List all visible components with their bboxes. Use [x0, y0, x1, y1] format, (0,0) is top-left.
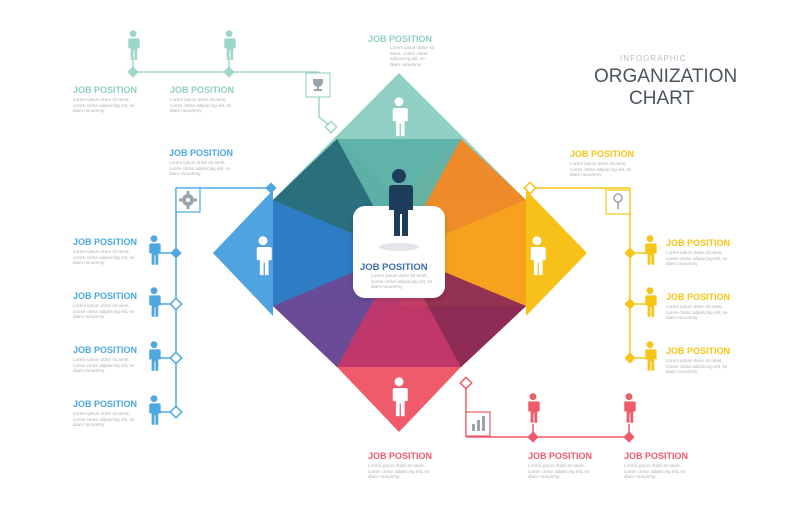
person-icon-top-a: [127, 30, 140, 60]
description-left-1: Lorem ipsum dolor sit amet, conse ctetur…: [73, 249, 135, 266]
person-icon-left-2: [148, 287, 161, 317]
description-left-2: Lorem ipsum dolor sit amet, conse ctetur…: [73, 303, 135, 320]
left-person-icons: [148, 235, 161, 425]
infographic-subtitle: INFOGRAPHIC: [620, 54, 687, 63]
gear-icon: [175, 187, 201, 213]
description-right-3: Lorem ipsum dolor sit amet, conse ctetur…: [666, 358, 728, 375]
top-person-icons: [127, 30, 236, 60]
bar-chart-icon: [465, 411, 491, 437]
job-position-bottom-3: JOB POSITION: [624, 451, 689, 461]
job-position-right-1: JOB POSITION: [666, 238, 731, 248]
node-markers: [127, 66, 636, 443]
job-position-bottom-2: JOB POSITION: [528, 451, 593, 461]
bottom-person-icons: [527, 393, 636, 423]
description-top-left-b: Lorem ipsum dolor sit amet, conse ctetur…: [170, 97, 232, 114]
job-position-bottom-main: JOB POSITION: [368, 451, 433, 461]
person-icon-bottom-b: [623, 393, 636, 423]
connector-bottom: [465, 383, 630, 438]
center-description: Lorem ipsum dolor sit amet, conse ctetur…: [371, 273, 433, 290]
segment-left-blue: [213, 190, 273, 316]
description-left-4: Lorem ipsum dolor sit amet, conse ctetur…: [73, 411, 135, 428]
description-bottom-3: Lorem ipsum dolor sit amet, conse ctetur…: [624, 463, 686, 480]
person-icon-top-b: [223, 30, 236, 60]
person-icon-right-3: [644, 341, 657, 371]
job-position-right-3: JOB POSITION: [666, 346, 731, 356]
right-person-icons: [644, 235, 657, 371]
job-position-top-main: JOB POSITION: [368, 34, 433, 44]
center-job-position-label: JOB POSITION: [360, 262, 428, 273]
job-position-top-left-b: JOB POSITION: [170, 85, 235, 95]
person-icon-left-3: [148, 341, 161, 371]
description-bottom-2: Lorem ipsum dolor sit amet, conse ctetur…: [528, 463, 590, 480]
segment-right-yellow: [526, 190, 587, 316]
trophy-icon: [305, 72, 331, 98]
description-right-2: Lorem ipsum dolor sit amet, conse ctetur…: [666, 304, 728, 321]
job-position-left-4: JOB POSITION: [73, 399, 138, 409]
job-position-left-1: JOB POSITION: [73, 237, 138, 247]
description-right-1: Lorem ipsum dolor sit amet, conse ctetur…: [666, 250, 728, 267]
description-bottom-main: Lorem ipsum dolor sit amet, conse ctetur…: [368, 463, 430, 480]
title-line-1: ORGANIZATION: [594, 66, 738, 87]
person-icon-left-1: [148, 235, 161, 265]
job-position-right-2: JOB POSITION: [666, 292, 731, 302]
job-position-right-head: JOB POSITION: [570, 149, 635, 159]
description-top-main: Lorem ipsum dolor sit amet, conse ctetur…: [390, 45, 434, 67]
person-icon-right-2: [644, 287, 657, 317]
magnifier-icon: [605, 189, 631, 215]
description-top-left-a: Lorem ipsum dolor sit amet, conse ctetur…: [73, 97, 135, 114]
job-position-left-3: JOB POSITION: [73, 345, 138, 355]
job-position-left-head: JOB POSITION: [169, 148, 234, 158]
person-icon-right-1: [644, 235, 657, 265]
description-right-head: Lorem ipsum dolor sit amet, conse ctetur…: [570, 161, 632, 178]
job-position-top-left-a: JOB POSITION: [73, 85, 138, 95]
description-left-head: Lorem ipsum dolor sit amet, conse ctetur…: [169, 160, 231, 177]
title-line-2: CHART: [629, 88, 695, 109]
person-icon-bottom-a: [527, 393, 540, 423]
description-left-3: Lorem ipsum dolor sit amet, conse ctetur…: [73, 357, 135, 374]
job-position-left-2: JOB POSITION: [73, 291, 138, 301]
person-icon-left-4: [148, 395, 161, 425]
